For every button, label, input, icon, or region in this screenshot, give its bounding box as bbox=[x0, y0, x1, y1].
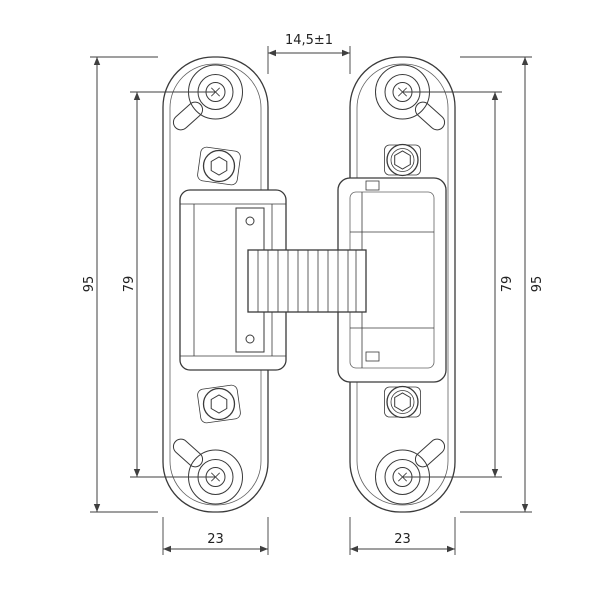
center-link bbox=[247, 249, 367, 313]
dim-left-hole-spacing: 79 bbox=[122, 91, 216, 478]
dim-left-plate-width: 23 bbox=[162, 517, 269, 555]
dim-top-gap: 14,5±1 bbox=[267, 33, 351, 74]
right-top-hex-screw bbox=[384, 143, 421, 177]
dim-right-plate-width: 23 bbox=[349, 517, 456, 555]
right-top-slot bbox=[414, 101, 446, 131]
left-pivot-pin-top bbox=[245, 216, 255, 226]
dim-right-hole-spacing: 79 bbox=[402, 91, 515, 478]
dimensions: 95 79 14,5±1 79 95 bbox=[82, 33, 545, 555]
dim-right-overall-height: 95 bbox=[460, 56, 545, 513]
left-top-hex-screw bbox=[197, 146, 241, 186]
dim-label-left-plate-width: 23 bbox=[207, 532, 224, 547]
right-body-notch-bottom bbox=[365, 351, 380, 362]
dim-label-right-overall-height: 95 bbox=[530, 276, 545, 293]
right-body-notch-top bbox=[365, 180, 380, 191]
right-bottom-slot bbox=[414, 438, 446, 468]
left-hinge-body bbox=[179, 189, 287, 371]
dim-left-overall-height: 95 bbox=[82, 56, 158, 513]
hinge-mechanism bbox=[179, 177, 447, 383]
dim-label-left-hole-spacing: 79 bbox=[122, 276, 137, 293]
left-bottom-slot bbox=[172, 438, 204, 468]
dim-label-left-overall-height: 95 bbox=[82, 276, 97, 293]
right-bottom-hex-screw bbox=[384, 385, 421, 419]
dim-label-right-hole-spacing: 79 bbox=[500, 276, 515, 293]
left-pivot-pin-bottom bbox=[245, 334, 255, 344]
dim-label-right-plate-width: 23 bbox=[394, 532, 411, 547]
left-bottom-hex-screw bbox=[197, 384, 241, 424]
left-top-slot bbox=[172, 101, 204, 131]
dim-label-top-gap: 14,5±1 bbox=[285, 33, 333, 48]
